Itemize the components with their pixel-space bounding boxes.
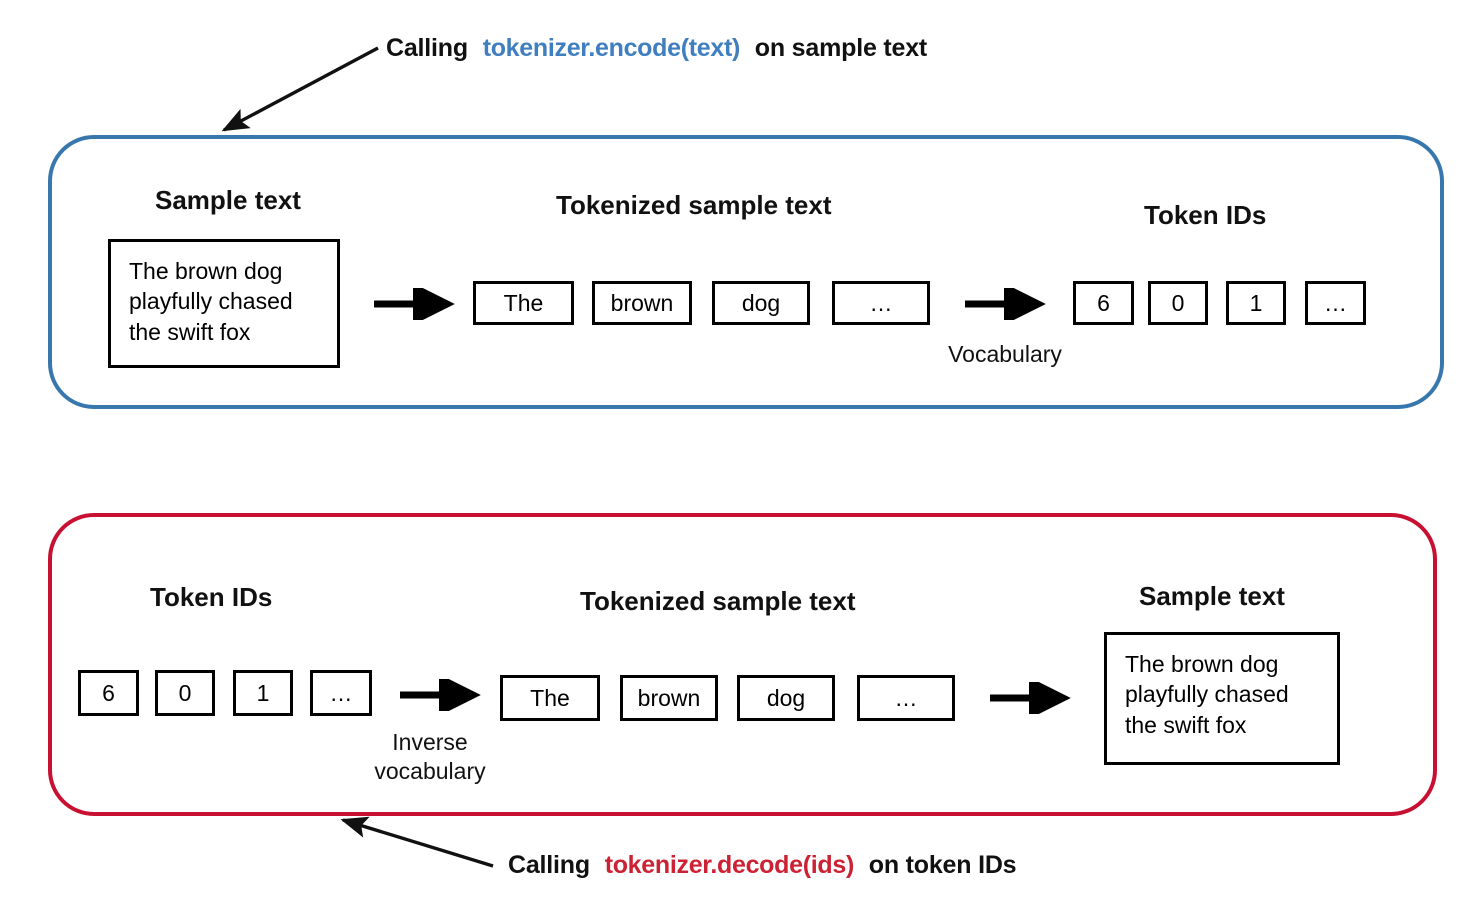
decode-caption: Calling tokenizer.decode(ids) on token I…	[508, 851, 1017, 880]
decode-token-2: dog	[737, 675, 835, 721]
decode-token-0: The	[500, 675, 600, 721]
encode-token-3: …	[832, 281, 930, 325]
decode-arrow-tokens-to-text	[990, 682, 1071, 714]
decode-token-id-0: 6	[78, 670, 139, 716]
decode-token-3: …	[857, 675, 955, 721]
encode-token-id-3: …	[1305, 281, 1366, 325]
encode-token-0: The	[473, 281, 574, 325]
decode-caption-suffix: on token IDs	[868, 851, 1017, 879]
encode-arrow-tokens-to-ids	[965, 288, 1046, 320]
decode-token-1: brown	[620, 675, 718, 721]
encode-caption-prefix: Calling	[386, 34, 468, 62]
encode-pointer-arrow	[221, 46, 379, 132]
decode-token-ids-heading: Token IDs	[150, 582, 273, 612]
encode-token-ids-heading: Token IDs	[1144, 200, 1267, 230]
decode-inverse-vocabulary-label: Inverse vocabulary	[374, 729, 486, 785]
encode-token-id-1: 0	[1148, 281, 1208, 325]
decode-caption-prefix: Calling	[508, 851, 590, 879]
decode-token-id-2: 1	[233, 670, 293, 716]
decode-sample-text-heading: Sample text	[1139, 581, 1285, 611]
encode-token-2: dog	[712, 281, 810, 325]
encode-token-id-2: 1	[1226, 281, 1286, 325]
decode-token-id-3: …	[310, 670, 372, 716]
encode-caption-code: tokenizer.encode(text)	[482, 34, 741, 62]
encode-caption: Calling tokenizer.encode(text) on sample…	[386, 34, 927, 63]
decode-pointer-arrow	[340, 816, 494, 868]
decode-caption-code: tokenizer.decode(ids)	[604, 851, 855, 879]
encode-arrow-text-to-tokens	[374, 288, 455, 320]
encode-vocabulary-label: Vocabulary	[948, 341, 1062, 367]
encode-token-1: brown	[592, 281, 692, 325]
decode-sample-text-box: The brown dog playfully chased the swift…	[1104, 632, 1340, 765]
encode-tokenized-heading: Tokenized sample text	[556, 190, 832, 220]
encode-token-id-0: 6	[1073, 281, 1134, 325]
decode-arrow-ids-to-tokens	[400, 679, 481, 711]
decode-tokenized-heading: Tokenized sample text	[580, 586, 856, 616]
encode-caption-suffix: on sample text	[754, 34, 928, 62]
encode-sample-text-box: The brown dog playfully chased the swift…	[108, 239, 340, 368]
decode-token-id-1: 0	[155, 670, 215, 716]
encode-sample-text-heading: Sample text	[155, 185, 301, 215]
